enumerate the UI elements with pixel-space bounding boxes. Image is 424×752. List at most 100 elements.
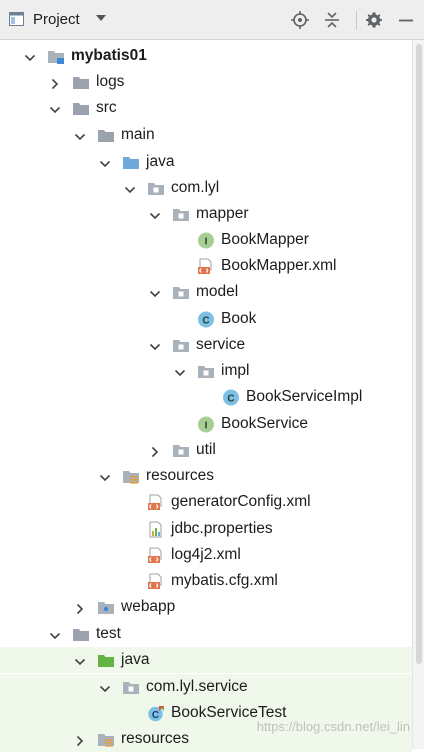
tree-node[interactable]: jdbc.properties	[0, 516, 412, 542]
package-icon	[172, 206, 190, 223]
xml-file-icon	[147, 573, 165, 590]
chevron-right-icon[interactable]	[74, 602, 86, 615]
tree-node[interactable]: java	[0, 149, 412, 175]
gear-icon[interactable]	[365, 11, 383, 29]
tree-node-label: main	[121, 126, 155, 143]
tree-node[interactable]: resources	[0, 463, 412, 489]
tree-node[interactable]: log4j2.xml	[0, 542, 412, 568]
tree-node[interactable]: I BookMapper	[0, 227, 412, 253]
chevron-down-icon[interactable]	[149, 209, 161, 221]
web-folder-icon	[97, 599, 115, 616]
xml-file-icon	[147, 547, 165, 564]
chevron-down-icon[interactable]	[49, 103, 61, 115]
package-icon	[122, 679, 140, 696]
tree-node[interactable]: java	[0, 647, 412, 673]
chevron-right-icon[interactable]	[49, 77, 61, 90]
chevron-right-icon[interactable]	[74, 734, 86, 747]
chevron-down-icon[interactable]	[149, 340, 161, 352]
project-view-icon	[9, 12, 24, 26]
folder-icon	[72, 626, 90, 643]
tree-node-label: src	[96, 99, 117, 116]
tree-node-label: jdbc.properties	[171, 520, 273, 537]
tree-node-label: com.lyl.service	[146, 678, 248, 695]
tree-node[interactable]: mybatis.cfg.xml	[0, 568, 412, 594]
chevron-down-icon[interactable]	[124, 183, 136, 195]
minimize-icon[interactable]	[397, 11, 415, 29]
scrollbar-thumb[interactable]	[416, 44, 422, 664]
folder-icon	[72, 100, 90, 117]
chevron-down-icon[interactable]	[49, 629, 61, 641]
tree-node-label: Book	[221, 310, 257, 327]
test-class-icon: C	[147, 705, 165, 722]
chevron-down-icon[interactable]	[174, 366, 186, 378]
tree-node[interactable]: com.lyl.service	[0, 674, 412, 700]
tree-node[interactable]: C BookServiceTest	[0, 700, 412, 726]
tree-node[interactable]: service	[0, 332, 412, 358]
tree-node-label: com.lyl	[171, 179, 220, 196]
tree-node-label: BookService	[221, 415, 309, 432]
tree-node[interactable]: BookMapper.xml	[0, 253, 412, 279]
tree-node[interactable]: I BookService	[0, 411, 412, 437]
project-title[interactable]: Project	[33, 11, 80, 28]
tree-node[interactable]: logs	[0, 69, 412, 95]
tree-node-label: java	[146, 153, 175, 170]
svg-text:I: I	[205, 421, 208, 432]
chevron-down-icon[interactable]	[24, 51, 36, 63]
source-folder-icon	[122, 154, 140, 171]
tree-node[interactable]: mybatis01	[0, 43, 412, 69]
chevron-down-icon[interactable]	[99, 157, 111, 169]
tree-node[interactable]: model	[0, 279, 412, 305]
tree-node-label: impl	[221, 362, 250, 379]
collapse-all-icon[interactable]	[323, 11, 341, 29]
tree-node[interactable]: main	[0, 122, 412, 148]
properties-file-icon	[147, 521, 165, 538]
tree-node-label: test	[96, 625, 121, 642]
interface-icon: I	[197, 416, 215, 433]
tree-node-label: BookServiceTest	[171, 704, 287, 721]
tree-node[interactable]: impl	[0, 358, 412, 384]
tree-node-label: BookMapper	[221, 231, 309, 248]
chevron-down-icon[interactable]	[74, 130, 86, 142]
chevron-down-icon[interactable]	[99, 471, 111, 483]
tree-node[interactable]: generatorConfig.xml	[0, 489, 412, 515]
tree-node-label: resources	[146, 467, 215, 484]
tree-node[interactable]: util	[0, 437, 412, 463]
chevron-down-icon[interactable]	[99, 682, 111, 694]
vertical-scrollbar[interactable]	[412, 40, 424, 749]
xml-file-icon	[197, 258, 215, 275]
tree-node[interactable]: resources	[0, 726, 412, 752]
tree-node-label: BookMapper.xml	[221, 257, 337, 274]
chevron-down-icon[interactable]	[149, 287, 161, 299]
tree-node[interactable]: com.lyl	[0, 175, 412, 201]
svg-text:C: C	[202, 316, 209, 327]
interface-icon: I	[197, 232, 215, 249]
test-folder-icon	[97, 652, 115, 669]
tree-node[interactable]: src	[0, 95, 412, 121]
folder-icon	[72, 74, 90, 91]
locate-icon[interactable]	[291, 11, 309, 29]
tree-node-label: util	[196, 441, 216, 458]
tree-node[interactable]: mapper	[0, 201, 412, 227]
chevron-right-icon[interactable]	[149, 445, 161, 458]
resources-folder-icon	[122, 468, 140, 485]
tree-node-label: generatorConfig.xml	[171, 493, 311, 510]
tree-node[interactable]: webapp	[0, 594, 412, 620]
tree-node-label: model	[196, 283, 239, 300]
tree-node-label: mybatis01	[71, 47, 147, 64]
chevron-down-icon[interactable]	[96, 15, 106, 22]
tree-node-label: logs	[96, 73, 125, 90]
watermark: https://blog.csdn.net/lei_lin	[256, 719, 410, 734]
package-icon	[197, 363, 215, 380]
tree-node[interactable]: test	[0, 621, 412, 647]
chevron-down-icon[interactable]	[74, 655, 86, 667]
folder-icon	[97, 127, 115, 144]
tree-node-label: resources	[121, 730, 190, 747]
tree-node-label: mybatis.cfg.xml	[171, 572, 278, 589]
svg-text:C: C	[152, 710, 159, 721]
tree-node-label: service	[196, 336, 246, 353]
class-icon: C	[222, 389, 240, 406]
tree-node[interactable]: C Book	[0, 306, 412, 332]
tree-node-label: webapp	[121, 598, 176, 615]
